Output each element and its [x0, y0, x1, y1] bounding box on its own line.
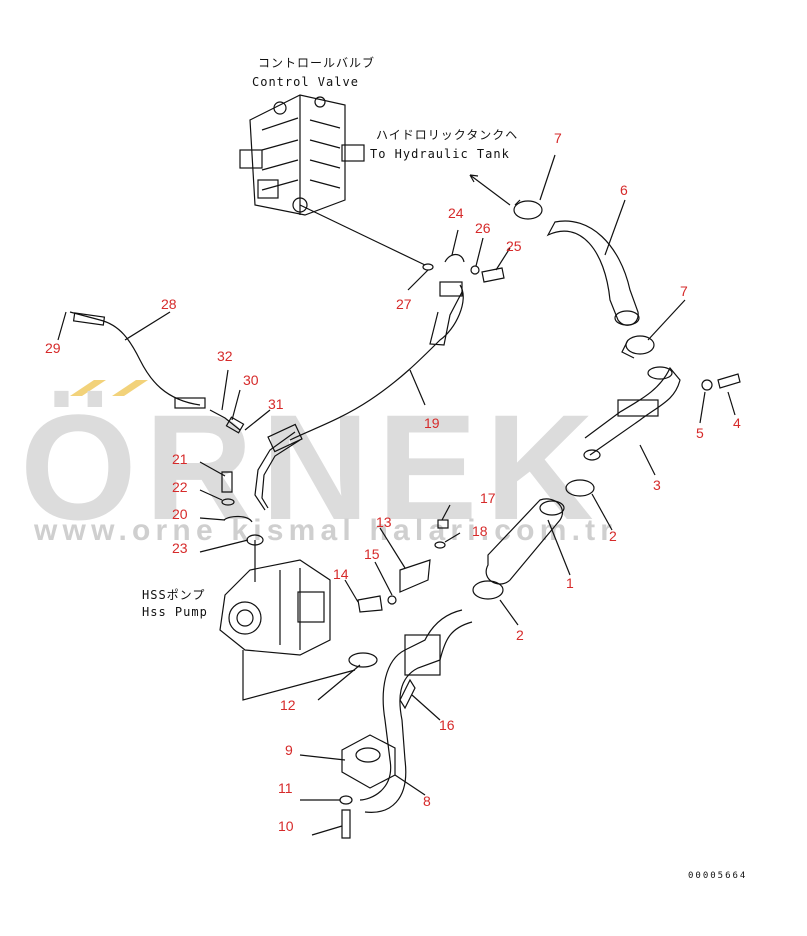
callout-2-upper: 2: [609, 528, 617, 544]
callout-19: 19: [424, 415, 440, 431]
callout-13: 13: [376, 514, 392, 530]
callout-25: 25: [506, 238, 522, 254]
callout-6: 6: [620, 182, 628, 198]
callout-4: 4: [733, 415, 741, 431]
callout-20: 20: [172, 506, 188, 522]
watermark-url: www.orne kismal halari.com.tr: [34, 514, 618, 547]
callout-27: 27: [396, 296, 412, 312]
callout-15: 15: [364, 546, 380, 562]
callout-32: 32: [217, 348, 233, 364]
callout-28: 28: [161, 296, 177, 312]
callout-5: 5: [696, 425, 704, 441]
callout-16: 16: [439, 717, 455, 733]
callout-18: 18: [472, 523, 488, 539]
callout-29: 29: [45, 340, 61, 356]
callout-2-lower: 2: [516, 627, 524, 643]
callout-23: 23: [172, 540, 188, 556]
diagram-code: 00005664: [688, 871, 748, 881]
control-valve-drawing: [239, 94, 365, 216]
callout-17: 17: [480, 490, 496, 506]
callout-10: 10: [278, 818, 294, 834]
callout-7-upper: 7: [554, 130, 562, 146]
hydraulic-tank-label-en: To Hydraulic Tank: [370, 147, 510, 161]
callout-3: 3: [653, 477, 661, 493]
callout-26: 26: [475, 220, 491, 236]
hydraulic-tank-label-jp: ハイドロリックタンクヘ: [376, 128, 519, 142]
callout-9: 9: [285, 742, 293, 758]
callout-12: 12: [280, 697, 296, 713]
callout-1: 1: [566, 575, 574, 591]
callout-7-lower: 7: [680, 283, 688, 299]
callout-31: 31: [268, 396, 284, 412]
callout-30: 30: [243, 372, 259, 388]
watermark-brand: ÖRNEK: [20, 383, 602, 551]
callout-11: 11: [278, 780, 293, 796]
hss-pump-label-en: Hss Pump: [142, 605, 208, 619]
hss-pump-drawing: [219, 559, 331, 656]
hss-pump-label-jp: HSSポンプ: [142, 588, 206, 602]
callout-21: 21: [172, 451, 188, 467]
callout-22: 22: [172, 479, 188, 495]
callout-24: 24: [448, 205, 464, 221]
control-valve-label-en: Control Valve: [252, 75, 359, 89]
callout-14: 14: [333, 566, 349, 582]
callout-8: 8: [423, 793, 431, 809]
control-valve-label-jp: コントロールバルブ: [258, 56, 376, 70]
